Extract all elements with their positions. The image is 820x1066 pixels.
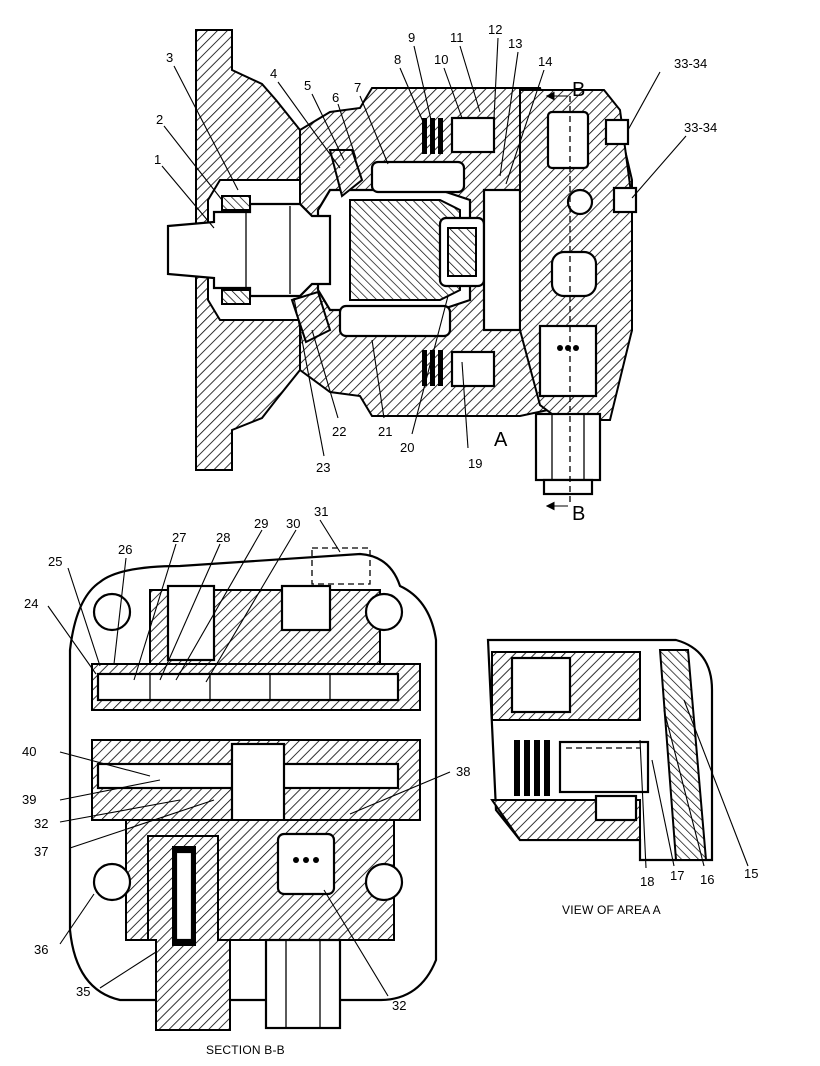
callout-4: 4 [270,66,277,81]
callout-23: 23 [316,460,330,475]
callout-33-34-upper: 33-34 [674,56,707,71]
callout-35: 35 [76,984,90,999]
section-bb-view [68,547,438,1031]
callout-15: 15 [744,866,758,881]
area-a-callouts: 18 17 16 15 VIEW OF AREA A [562,866,758,917]
check-valve-poppet [174,850,194,942]
callout-39: 39 [22,792,36,807]
callout-2: 2 [156,112,163,127]
callout-10: 10 [434,52,448,67]
callout-5: 5 [304,78,311,93]
hidden-port-31 [311,547,371,585]
bolt-upper-right [364,592,404,632]
callout-40: 40 [22,744,36,759]
relief-cavity [550,250,598,298]
callout-8: 8 [394,52,401,67]
bolt-lower-right [364,862,404,902]
caption-view-area-a: VIEW OF AREA A [562,903,661,917]
section-bb-callouts: 24 25 26 27 28 29 30 31 40 39 32 37 38 3… [22,504,470,1057]
view-of-area-a [486,638,714,862]
callout-22: 22 [332,424,346,439]
bearing-lower [221,289,251,305]
section-b-marker-bottom: B [572,503,585,525]
callout-7: 7 [354,80,361,95]
valve-plate-center [447,227,477,277]
top-callouts: 1 2 3 4 5 6 7 8 9 10 11 12 13 14 33-34 3… [154,22,717,525]
area-a-end-cover [658,649,708,861]
end-cover-plate [482,188,522,332]
port-fitting-top [546,110,590,170]
callout-29: 29 [254,516,268,531]
brake-piston-upper [450,116,496,154]
callout-13: 13 [508,36,522,51]
callout-21: 21 [378,424,392,439]
port-hole [566,188,594,216]
plug-33-upper [604,118,630,146]
callout-3: 3 [166,50,173,65]
callout-14: 14 [538,54,552,69]
spool-upper [96,672,400,702]
callout-12: 12 [488,22,502,37]
section-bb-leaders [47,519,451,997]
area-a-leaders [639,699,749,869]
top-leader-lines [161,37,687,457]
callout-19: 19 [468,456,482,471]
area-a-brake-piston [558,740,650,794]
callout-27: 27 [172,530,186,545]
relief-cartridge-right [276,832,336,896]
callout-36: 36 [34,942,48,957]
callout-11: 11 [450,30,464,45]
bearing-upper [221,195,251,211]
piston-lower [338,304,452,338]
upper-port-right [280,584,332,632]
relief-valve-nut-right [264,938,342,1030]
callout-33-34-lower: 33-34 [684,120,717,135]
area-a-seal [594,794,638,822]
callout-32-right: 32 [392,998,406,1013]
callout-25: 25 [48,554,62,569]
caption-section-bb: SECTION B-B [206,1043,285,1057]
plug-33-lower [612,186,638,214]
callout-32-left: 32 [34,816,48,831]
barrel-body [349,199,461,301]
callout-31: 31 [314,504,328,519]
section-b-marker-top: B [572,79,585,101]
swash-plate-lower [290,290,332,344]
relief-valve-nut [534,412,602,482]
callout-16: 16 [700,872,714,887]
area-a-brake-discs [514,740,550,796]
callout-18: 18 [640,874,654,889]
callout-30: 30 [286,516,300,531]
upper-port-left [166,584,216,662]
bolt-upper-left [92,592,132,632]
brake-discs [422,118,443,386]
mounting-flange [195,29,301,471]
relief-valve-body [538,324,598,398]
callout-37: 37 [34,844,48,859]
relief-valve-cap [542,478,594,496]
bolt-lower-left [92,862,132,902]
callout-24: 24 [24,596,38,611]
swash-plate-upper [328,149,364,198]
piston-upper [370,160,466,194]
callout-6: 6 [332,90,339,105]
brake-piston-lower [450,350,496,388]
area-a-upper-port [510,656,572,714]
callout-28: 28 [216,530,230,545]
motor-cross-section [166,29,638,511]
callout-17: 17 [670,868,684,883]
callout-20: 20 [400,440,414,455]
callout-9: 9 [408,30,415,45]
area-a-marker: A [494,429,508,451]
callout-38: 38 [456,764,470,779]
callout-1: 1 [154,152,161,167]
output-shaft [166,202,332,298]
callout-26: 26 [118,542,132,557]
